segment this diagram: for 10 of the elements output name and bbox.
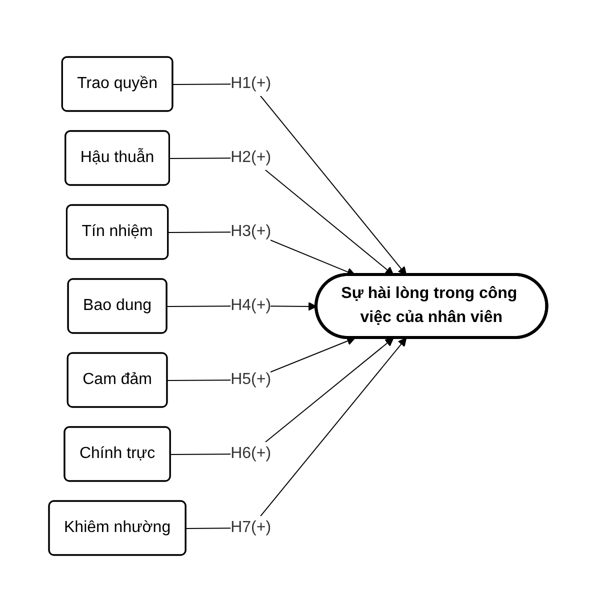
arrow	[172, 84, 407, 276]
edge-label: H3(+)	[230, 222, 272, 240]
edge-label: H1(+)	[230, 75, 272, 92]
arrow	[170, 338, 394, 455]
edge-label: H7(+)	[230, 518, 272, 536]
edge-label: H5(+)	[230, 370, 272, 388]
edge-label: H6(+)	[230, 444, 272, 462]
arrow	[186, 338, 407, 529]
edge-label: H4(+)	[230, 296, 272, 314]
edge-label: H2(+)	[230, 148, 272, 166]
